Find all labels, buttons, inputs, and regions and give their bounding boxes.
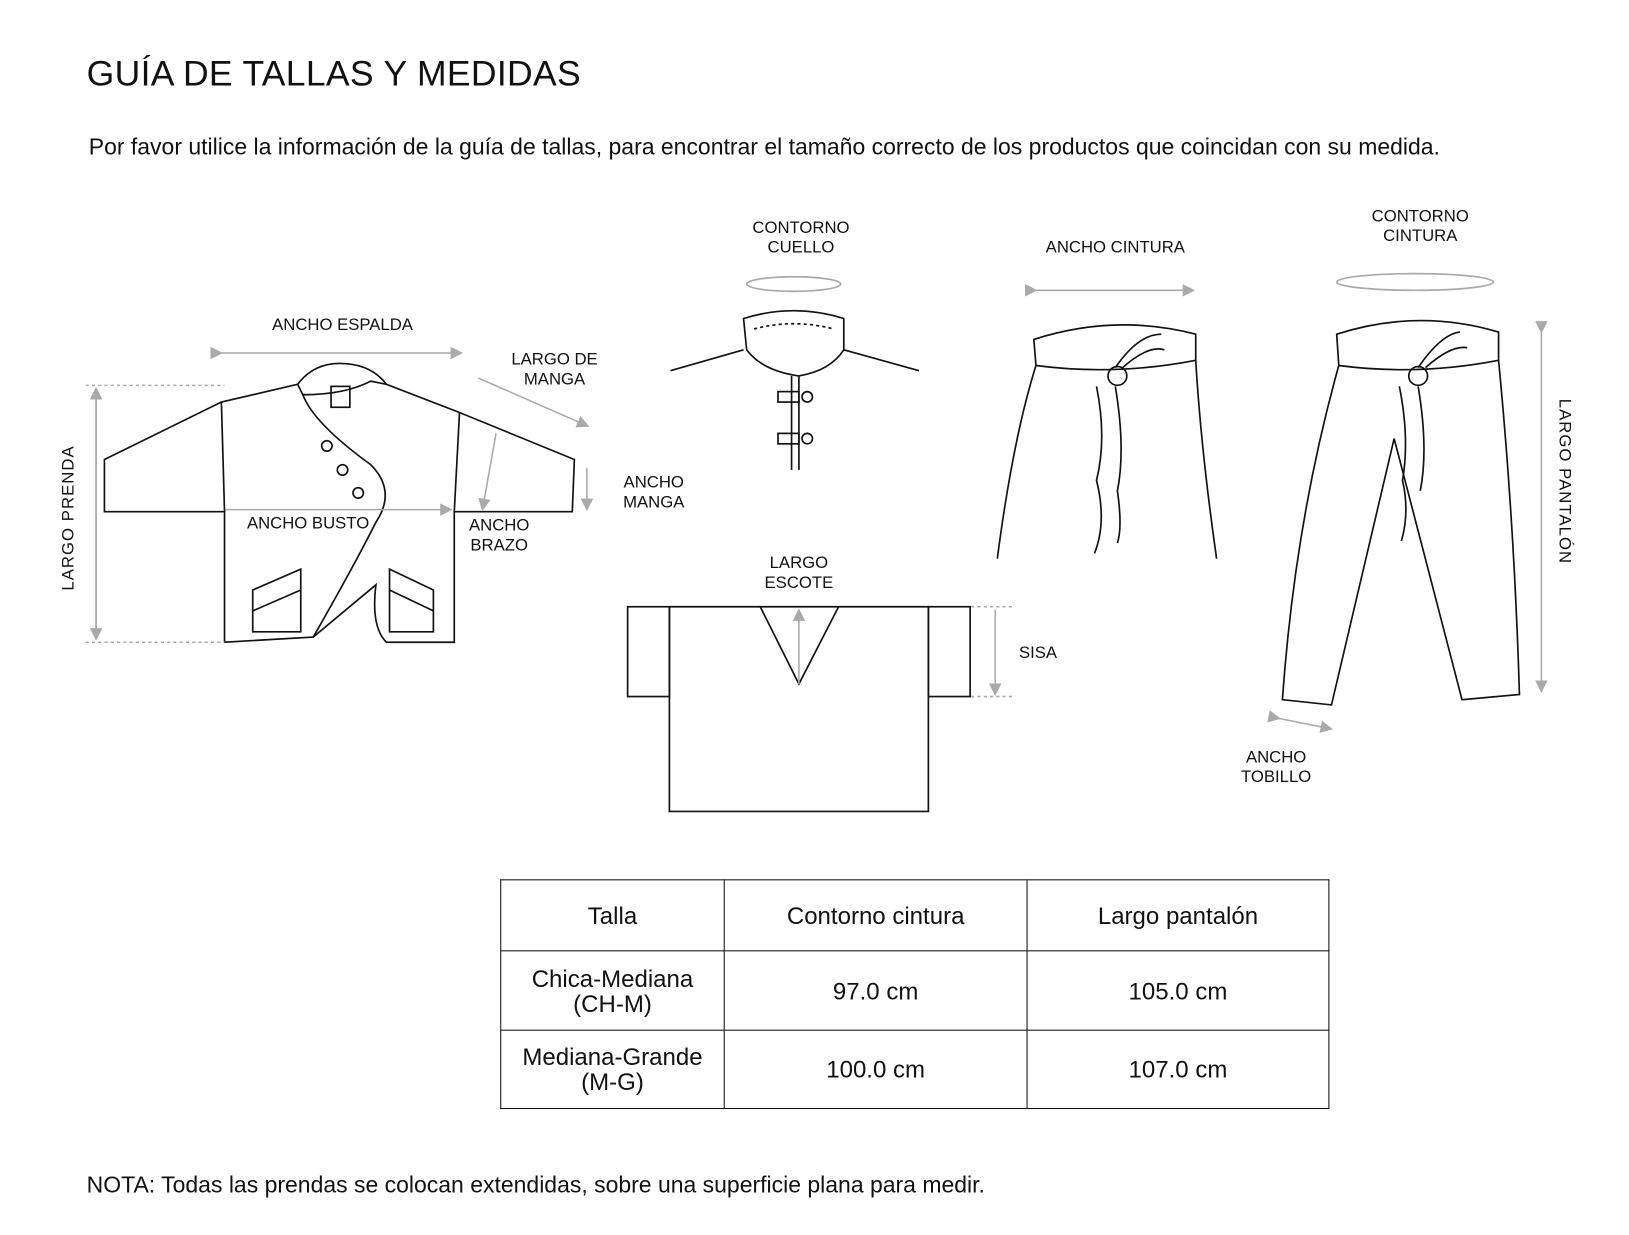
label-largo-escote: LARGO ESCOTE bbox=[764, 554, 834, 593]
label-ancho-busto: ANCHO BUSTO bbox=[246, 514, 370, 533]
table-header-row: Talla Contorno cintura Largo pantalón bbox=[500, 879, 1330, 952]
footnote: NOTA: Todas las prendas se colocan exten… bbox=[86, 1171, 985, 1198]
header-cell: Talla bbox=[500, 879, 725, 952]
measure-arrows bbox=[85, 284, 1548, 733]
label-contorno-cuello: CONTORNO CUELLO bbox=[752, 219, 850, 257]
label-ancho-cintura: ANCHO CINTURA bbox=[1045, 239, 1185, 257]
table-cell: 105.0 cm bbox=[1026, 950, 1330, 1031]
table-cell: 97.0 cm bbox=[723, 950, 1028, 1031]
label-largo-manga: LARGO DE MANGA bbox=[511, 350, 598, 389]
label-largo-pantalon: LARGO PANTALÓN bbox=[1555, 398, 1573, 565]
table-cell: Mediana-Grande (M-G) bbox=[500, 1029, 725, 1110]
label-sisa: SISA bbox=[1018, 644, 1058, 663]
header-cell: Largo pantalón bbox=[1026, 879, 1330, 952]
table-row: Chica-Mediana (CH-M) 97.0 cm 105.0 cm bbox=[500, 950, 1330, 1031]
jacket-drawing bbox=[103, 362, 576, 644]
table-cell: 100.0 cm bbox=[723, 1029, 1028, 1110]
table-cell: Chica-Mediana (CH-M) bbox=[500, 950, 725, 1031]
table-row: Mediana-Grande (M-G) 100.0 cm 107.0 cm bbox=[500, 1029, 1330, 1110]
pants-waist-drawing bbox=[996, 324, 1218, 559]
label-ancho-manga: ANCHO MANGA bbox=[623, 474, 685, 512]
label-contorno-cintura: CONTORNO CINTURA bbox=[1371, 207, 1469, 246]
label-ancho-brazo: ANCHO BRAZO bbox=[469, 516, 530, 555]
size-table: Talla Contorno cintura Largo pantalón Ch… bbox=[500, 879, 1330, 1110]
intro-text: Por favor utilice la información de la g… bbox=[88, 133, 1440, 160]
table-cell: 107.0 cm bbox=[1026, 1029, 1330, 1110]
pants-long-drawing bbox=[1281, 272, 1521, 706]
label-ancho-tobillo: ANCHO TOBILLO bbox=[1240, 748, 1312, 787]
label-ancho-espalda: ANCHO ESPALDA bbox=[272, 316, 413, 335]
label-largo-prenda: LARGO PRENDA bbox=[60, 445, 78, 591]
header-cell: Contorno cintura bbox=[723, 879, 1028, 952]
collar-drawing bbox=[670, 275, 920, 470]
page-title: GUÍA DE TALLAS Y MEDIDAS bbox=[86, 54, 581, 94]
